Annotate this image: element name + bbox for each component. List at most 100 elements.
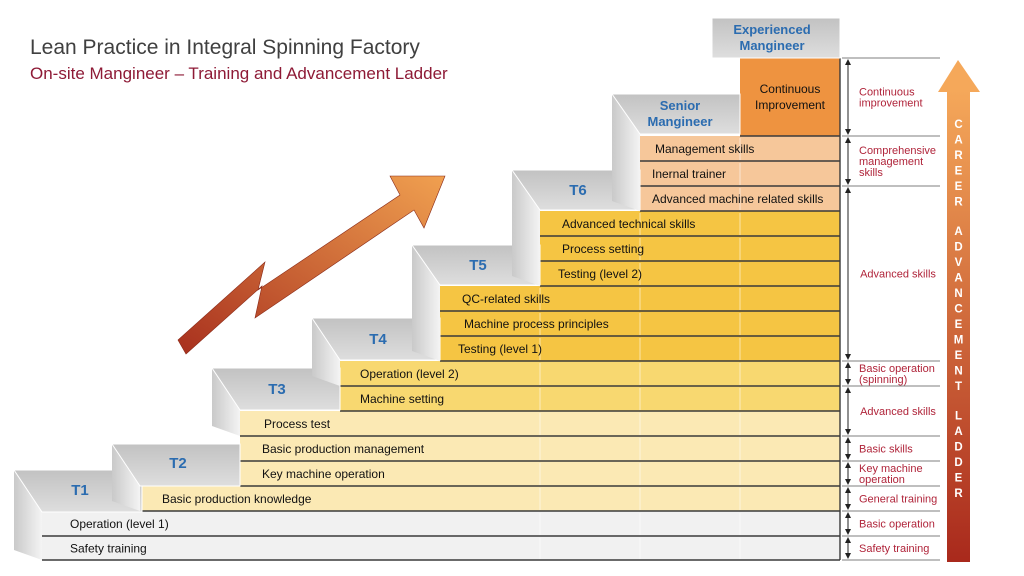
career-ladder-letter: A bbox=[954, 135, 962, 147]
step-label: T1 bbox=[71, 482, 89, 499]
career-ladder-letter: E bbox=[955, 319, 963, 331]
category-label: Continuous bbox=[859, 87, 915, 99]
category-label: Comprehensive bbox=[859, 145, 936, 157]
skill-row-label: Basic production knowledge bbox=[162, 492, 312, 506]
skill-row-label: Inernal trainer bbox=[652, 167, 726, 181]
category-label: Basic skills bbox=[859, 444, 913, 456]
category-label: General training bbox=[859, 494, 937, 506]
stair-steps bbox=[13, 17, 841, 560]
step-side bbox=[512, 170, 540, 286]
step-side bbox=[312, 318, 340, 386]
category-label: Safety training bbox=[859, 543, 929, 555]
bracket-arrowhead bbox=[845, 362, 851, 368]
skill-row-label: Operation (level 2) bbox=[360, 367, 459, 381]
trend-arrow-shape bbox=[177, 175, 446, 355]
career-arrow-head bbox=[938, 60, 980, 92]
skill-row-label: Safety training bbox=[70, 542, 147, 556]
step-side bbox=[412, 245, 440, 361]
career-ladder-letter: D bbox=[954, 242, 962, 254]
skill-row-label: Advanced technical skills bbox=[562, 217, 695, 231]
skill-row-label: Process test bbox=[264, 417, 331, 431]
category-label: Advanced skills bbox=[860, 269, 936, 281]
page-title: Lean Practice in Integral Spinning Facto… bbox=[30, 36, 420, 59]
step-top bbox=[111, 443, 241, 487]
career-ladder-letter: M bbox=[954, 335, 964, 347]
career-ladder-letter: R bbox=[954, 197, 963, 209]
step-side bbox=[212, 368, 240, 436]
step-top bbox=[711, 17, 841, 59]
category-label: management bbox=[859, 156, 923, 168]
career-ladder-letter: R bbox=[954, 150, 963, 162]
career-ladder-letter: C bbox=[954, 119, 962, 131]
skill-row-label: Process setting bbox=[562, 242, 644, 256]
bracket-arrowhead bbox=[845, 187, 851, 193]
step-label: Experienced bbox=[733, 22, 810, 37]
career-ladder-letter: R bbox=[954, 488, 963, 500]
skill-row-label: Key machine operation bbox=[262, 467, 385, 481]
career-ladder-letter: L bbox=[955, 411, 962, 423]
step-labels: T1T2T3T4T5T6SeniorMangineerExperiencedMa… bbox=[71, 22, 810, 499]
step-side bbox=[612, 94, 640, 211]
bracket-arrowhead bbox=[845, 59, 851, 65]
step-label: Mangineer bbox=[739, 38, 804, 53]
step-label: Senior bbox=[660, 98, 700, 113]
step-side bbox=[14, 470, 42, 560]
skill-row-bg bbox=[540, 261, 840, 286]
career-ladder-letter: A bbox=[954, 226, 962, 238]
skill-row-label: Operation (level 1) bbox=[70, 517, 169, 531]
bracket-arrowhead bbox=[845, 429, 851, 435]
category-brackets bbox=[842, 57, 940, 561]
skill-row-backgrounds bbox=[42, 58, 841, 561]
step-label: T3 bbox=[268, 381, 286, 398]
career-ladder-letter: A bbox=[954, 273, 962, 285]
category-labels: Safety training Basic operation General tr… bbox=[859, 87, 937, 556]
career-arrow-shaft bbox=[947, 90, 970, 562]
bracket-arrowhead bbox=[845, 129, 851, 135]
step-label: T5 bbox=[469, 257, 487, 274]
skill-row-label: Machine setting bbox=[360, 392, 444, 406]
category-label: (spinning) bbox=[859, 374, 907, 386]
category-label: Key machine bbox=[859, 463, 923, 475]
bracket-arrowhead bbox=[845, 437, 851, 443]
bracket-arrowhead bbox=[845, 512, 851, 518]
skill-row-label: Basic production management bbox=[262, 442, 425, 456]
skill-row-label: QC-related skills bbox=[462, 292, 550, 306]
step-top bbox=[611, 93, 741, 135]
skill-row-bg bbox=[340, 386, 840, 411]
bracket-arrowhead bbox=[845, 454, 851, 460]
step-top bbox=[13, 469, 143, 513]
bracket-arrowhead bbox=[845, 537, 851, 543]
bracket-arrowhead bbox=[845, 379, 851, 385]
skill-row-bg bbox=[540, 236, 840, 261]
career-ladder-letter: N bbox=[954, 288, 962, 300]
trend-arrow bbox=[177, 175, 446, 355]
career-ladder-letter: T bbox=[955, 381, 962, 393]
skill-row-bg bbox=[340, 361, 840, 386]
bracket-arrowhead bbox=[845, 504, 851, 510]
category-label: Basic operation bbox=[859, 519, 935, 531]
career-ladder-letter: E bbox=[955, 166, 963, 178]
skill-row-bg bbox=[42, 511, 840, 536]
skill-row-bg bbox=[142, 486, 840, 511]
skill-row-label: Continuous bbox=[760, 82, 821, 96]
category-label: skills bbox=[859, 167, 883, 179]
career-ladder-letter: N bbox=[954, 366, 962, 378]
bracket-arrowhead bbox=[845, 529, 851, 535]
step-top bbox=[211, 367, 341, 411]
bracket-arrowhead bbox=[845, 479, 851, 485]
career-ladder-letter: A bbox=[954, 426, 962, 438]
career-ladder-letter: E bbox=[955, 181, 963, 193]
skill-row-bg bbox=[42, 536, 840, 560]
skill-row-bg bbox=[540, 211, 840, 236]
category-label: operation bbox=[859, 474, 905, 486]
page-subtitle: On-site Mangineer – Training and Advance… bbox=[30, 64, 448, 83]
career-ladder-letter: E bbox=[955, 350, 963, 362]
bracket-arrowhead bbox=[845, 462, 851, 468]
category-label: Advanced skills bbox=[860, 406, 936, 418]
step-side bbox=[112, 444, 140, 511]
career-ladder-letter: D bbox=[954, 457, 962, 469]
career-ladder-letter: D bbox=[954, 442, 962, 454]
